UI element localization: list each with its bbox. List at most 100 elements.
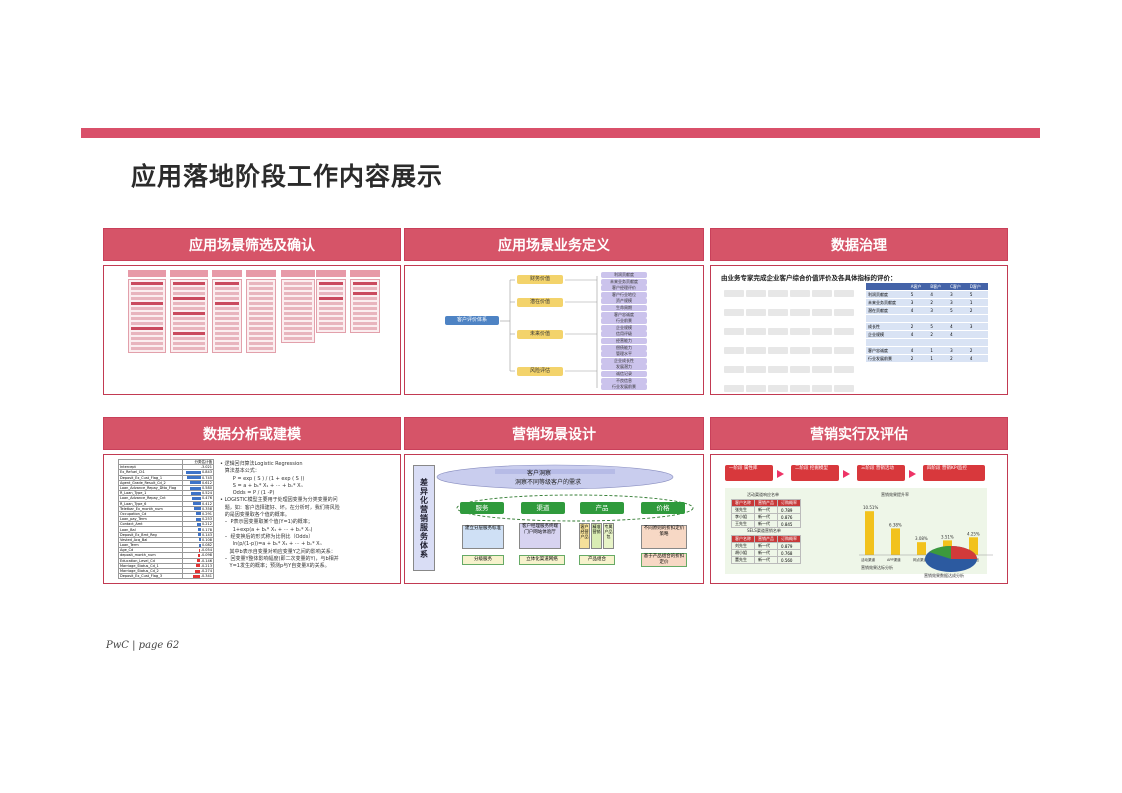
channel-tag: 立体化渠道网络: [519, 555, 565, 565]
logit-line: P = exp ( S ) / (1 + exp ( S )): [220, 475, 305, 482]
screening-column: [170, 270, 208, 353]
coef-bar: [196, 559, 200, 563]
screening-column: [281, 270, 315, 343]
logit-line: – P表示因变量取某个值(Y=1)的概率；: [220, 519, 313, 526]
panel-header-business-definition: 应用场景业务定义: [404, 228, 704, 261]
uplift-bar-category: 活动渠道: [861, 557, 875, 562]
product-box: 专属产品包: [603, 523, 614, 549]
product-box: 精准营销: [591, 523, 602, 549]
step-arrow-icon: [909, 470, 916, 478]
logit-line: S = a + b₁* X₁ + ··· + bₙ* Xₙ: [220, 482, 303, 489]
uplift-bar-label: 3.51%: [941, 534, 954, 539]
tree-leaf-node: 企业成长性: [601, 357, 647, 364]
logit-line: 的是因变量取各个值的概率。: [220, 512, 290, 519]
tree-leaf-node: 客户行业地位: [601, 291, 647, 298]
coef-bar: [190, 486, 201, 490]
coef-bar: [198, 538, 201, 542]
panel-marketing-design: 差异化营销服务体系 客户洞察 洞察不同等级客户的需求 服务 渠道 产品 价格 建…: [404, 454, 704, 584]
coef-bar: [187, 476, 201, 480]
panel-header-data-governance: 数据治理: [710, 228, 1008, 261]
screening-column: [128, 270, 166, 353]
tree-mid-node: 潜在价值: [517, 298, 563, 307]
footer-right-caption: 营销效果数据达成分析: [924, 573, 964, 578]
logistic-regression-notes: • 逻辑回归算法Logistic Regression 算法基本公式： P = …: [220, 461, 395, 570]
tree-leaf-node: 不良信息: [601, 377, 647, 384]
uplift-bar-category: 网点渠道: [913, 557, 927, 562]
uplift-bar: [891, 528, 900, 555]
logit-line: 算法基本公式：: [220, 468, 260, 475]
panel-header-marketing-design: 营销场景设计: [404, 417, 704, 450]
coef-row: Deposit_Ex_Cust_Flag_3 -0.341: [118, 573, 215, 580]
uplift-bar-label: 6.38%: [889, 522, 902, 527]
coef-bar: [191, 491, 201, 495]
coef-bar: [185, 470, 201, 474]
tree-leaf-node: 客户经理评价: [601, 285, 647, 292]
tree-leaf-node: 客户忠诚度: [601, 311, 647, 318]
uplift-bar-label: 10.51%: [863, 505, 878, 510]
coef-bar: [193, 574, 200, 578]
tree-leaf-node: 信用评级: [601, 331, 647, 338]
stage-step: 四阶段 营销KPI监控: [923, 465, 985, 481]
screening-column: [246, 270, 276, 353]
product-box: 客户经营产品: [579, 523, 590, 549]
table2-title: SELS渠道营销名单: [747, 528, 781, 533]
coef-row: Loan_Advance_Repay_Dtto_Flag 0.580: [118, 484, 215, 492]
tree-connectors: [500, 276, 598, 388]
panel-header-marketing-execution: 营销实行及评估: [710, 417, 1008, 450]
coef-bar: [189, 481, 201, 485]
coef-bar: [197, 522, 201, 526]
customer-insight-subtitle: 洞察不同等级客户的需求: [515, 479, 582, 486]
logit-line: 题，如：客户选择建好、坏。在分析时，我们将风险: [220, 504, 340, 511]
uplift-bar: [969, 537, 978, 555]
tree-leaf-node: 诚信记录: [601, 371, 647, 377]
customer-logo-grid: [723, 284, 863, 394]
bar-chart-title: 营销效果提升率: [881, 492, 909, 497]
coef-bar: [195, 564, 200, 568]
page-footer: PwC | page 62: [106, 640, 180, 651]
top-accent-bar: [81, 128, 1040, 138]
logit-line: ln(p/(1-p))=a + b₁* X₁ + ··· + bₙ* Xₙ: [220, 541, 322, 548]
panel-header-data-modeling: 数据分析或建模: [103, 417, 401, 450]
uplift-bar-label: 3.08%: [915, 536, 928, 541]
table1-title: 活动渠道响应名单: [747, 492, 779, 497]
stage-step: 一阶段 属性库: [725, 465, 773, 481]
product-tag: 产品组合: [579, 555, 615, 565]
logit-line: – 经变换后的形式称为比例比（Odds）: [220, 533, 314, 540]
coef-bar: [198, 548, 200, 552]
tree-leaf-node: 经营能力: [601, 338, 647, 344]
stage-step: 二阶段 挖掘模型: [791, 465, 839, 481]
panel-scenario-screening: [103, 265, 401, 395]
pillar-channel: 渠道: [521, 502, 565, 514]
footer-left-caption: 营销效果达标分析: [861, 565, 893, 570]
coef-bar: [193, 502, 201, 506]
tree-leaf-node: 发展潜力: [601, 364, 647, 371]
step-arrow-icon: [843, 470, 850, 478]
panel-business-definition: 客户评价体系 财务价值 潜在价值 未来价值 风险评估 利润贡献度未来业务贡献度客…: [404, 265, 704, 395]
panel-marketing-execution: 一阶段 属性库 二阶段 挖掘模型 三阶段 营销活动 四阶段 营销KPI监控 活动…: [710, 454, 1008, 584]
logit-line: 其中b表示自变量对响应变量Y之间的影响关系：: [220, 548, 336, 555]
tree-leaf-node: 未来业务贡献度: [601, 278, 647, 285]
differentiated-service-label: 差异化营销服务体系: [413, 465, 435, 571]
service-tag: 分级服务: [462, 555, 504, 565]
screening-column: [316, 270, 346, 333]
uplift-bar-category: APP渠道: [887, 557, 901, 562]
tree-mid-node: 风险评估: [517, 367, 563, 376]
tree-leaf-node: 生命周期: [601, 305, 647, 311]
pillar-product: 产品: [580, 502, 624, 514]
screening-column: [212, 270, 242, 353]
logit-line: • LOGISTIC模型主要用于处理因变量为分类变量的问: [220, 497, 338, 504]
coef-bar: [197, 528, 201, 532]
channel-box: 客户经理服务终端门户网站体验厅: [519, 523, 561, 549]
coef-bar: [194, 569, 200, 573]
page-title: 应用落地阶段工作内容展示: [131, 162, 444, 191]
pillar-price: 价格: [641, 502, 685, 514]
coef-bar: [195, 512, 201, 516]
coef-bar: [198, 533, 201, 537]
step-arrow-icon: [777, 470, 784, 478]
coef-bar: [192, 496, 201, 500]
tree-leaf-node: 企业规模: [601, 324, 647, 331]
coef-bar: [197, 553, 200, 557]
